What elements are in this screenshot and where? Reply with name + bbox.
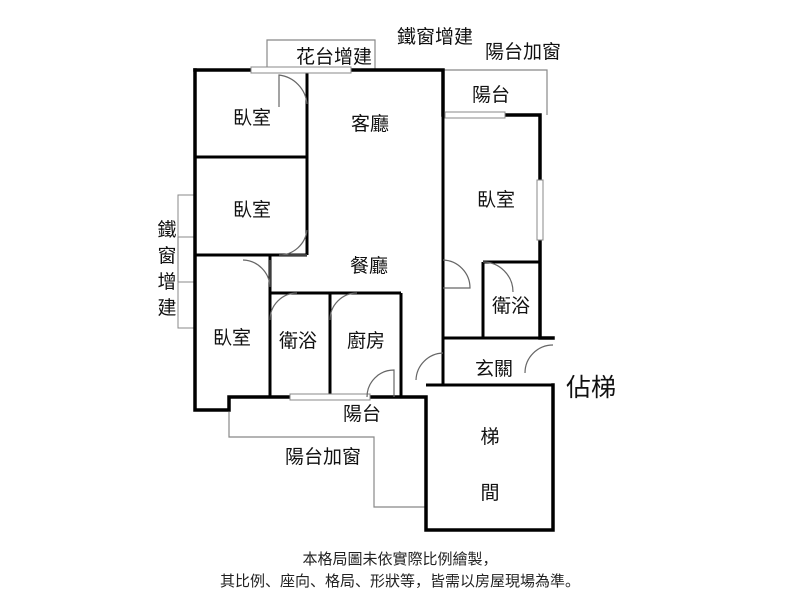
balcony-window-bottom-label: 陽台加窗 (285, 446, 361, 468)
bedroom-1-label: 臥室 (233, 107, 271, 129)
window-marks (250, 66, 544, 401)
entrance-label: 玄關 (475, 358, 513, 380)
iron-window-side-char-3: 增 (157, 271, 176, 293)
bedroom-3-label: 臥室 (213, 327, 251, 349)
bathroom-2-label: 衛浴 (492, 295, 530, 317)
kitchen-label: 廚房 (347, 329, 385, 352)
iron-window-top-label: 鐵窗增建 (397, 26, 473, 48)
stair-occupied-label: 佔梯 (566, 373, 616, 402)
footnote-line-1: 本格局圖未依實際比例繪製， (302, 550, 498, 568)
balcony-top-label: 陽台 (472, 84, 510, 106)
stair-char-2: 間 (480, 482, 499, 504)
stair-char-1: 梯 (480, 426, 499, 448)
living-room-label: 客廳 (351, 113, 389, 135)
flower-platform-label: 花台增建 (296, 46, 372, 68)
dining-room-label: 餐廳 (350, 255, 388, 277)
interior-walls (195, 70, 553, 397)
bedroom-4-label: 臥室 (477, 189, 515, 211)
bathroom-1-label: 衛浴 (279, 330, 317, 352)
bedroom-2-label: 臥室 (233, 199, 271, 221)
balcony-bottom-label: 陽台 (343, 403, 381, 425)
footnote-line-2: 其比例、座向、格局、形狀等，皆需以房屋現場為準。 (219, 572, 580, 590)
door-swings (242, 74, 554, 398)
balcony-window-top-label: 陽台加窗 (485, 41, 561, 63)
iron-window-side-char-4: 建 (157, 297, 176, 319)
iron-window-side-char-1: 鐵 (157, 219, 176, 241)
iron-window-side-char-2: 窗 (157, 245, 176, 267)
